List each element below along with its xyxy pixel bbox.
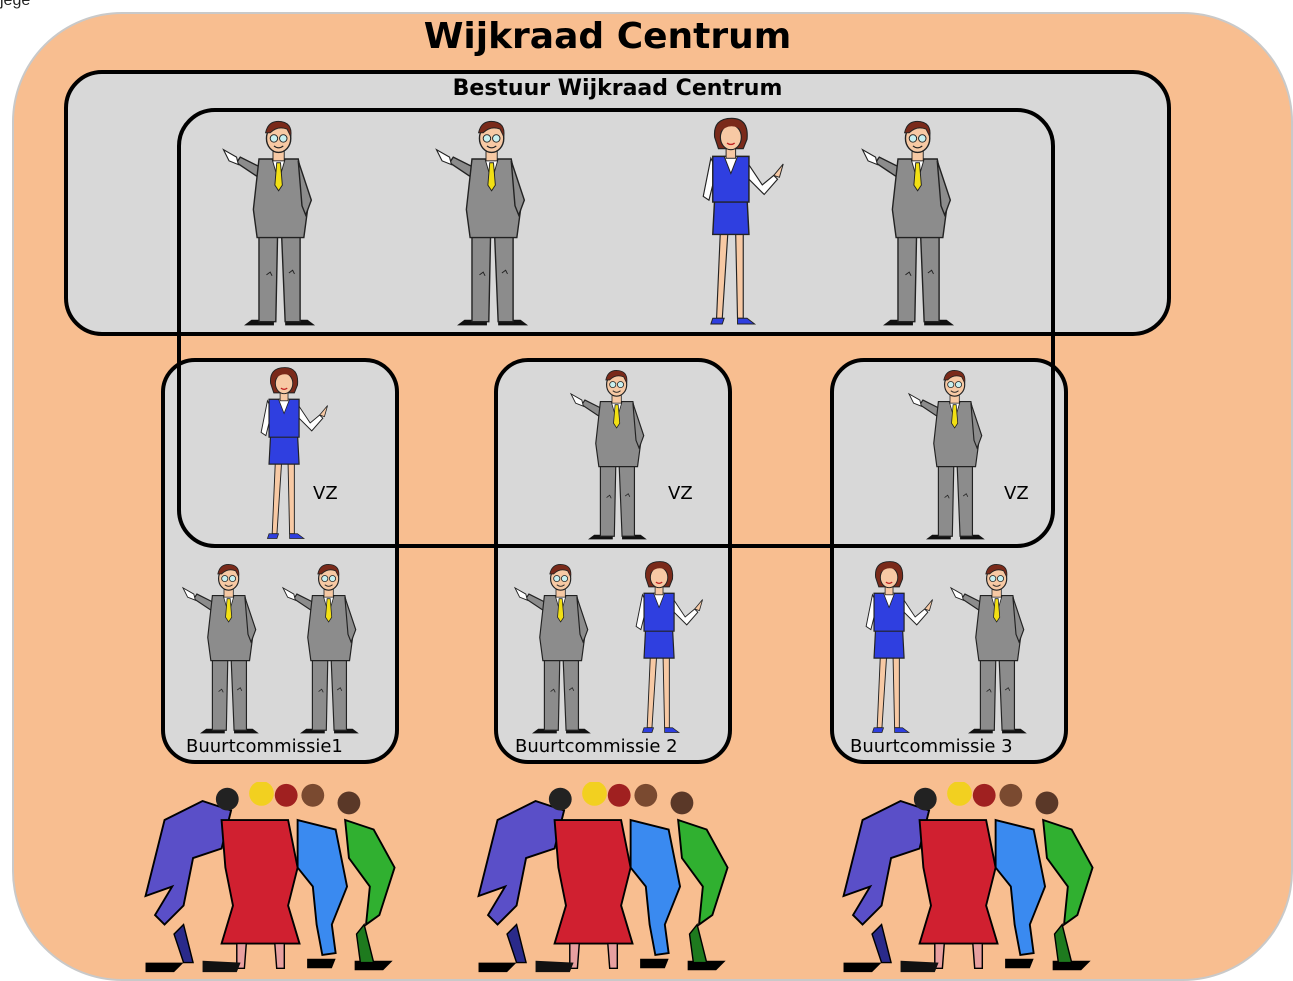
- man-in-suit-icon: [282, 563, 360, 734]
- committee-box-3: [830, 358, 1068, 764]
- woman-in-dress-icon: [865, 560, 934, 734]
- man-in-suit-icon: [514, 563, 592, 734]
- committee-box-2: [494, 358, 732, 764]
- chair-label-2: VZ: [668, 483, 693, 504]
- committee-name-1: Buurtcommissie1: [186, 736, 343, 757]
- page-title: Wijkraad Centrum: [423, 16, 792, 57]
- woman-in-dress-icon: [635, 560, 704, 734]
- chair-label-3: VZ: [1004, 483, 1029, 504]
- chair-label-1: VZ: [313, 483, 338, 504]
- board-members-frame: [177, 108, 1055, 548]
- man-in-suit-icon: [182, 563, 260, 734]
- committee-name-3: Buurtcommissie 3: [850, 736, 1013, 757]
- corner-text: jege: [0, 0, 31, 9]
- board-title: Bestuur Wijkraad Centrum: [452, 76, 783, 101]
- crowd-huddle-icon: [842, 782, 1094, 974]
- crowd-huddle-icon: [477, 782, 729, 974]
- man-in-suit-icon: [950, 563, 1028, 734]
- board-box: [64, 70, 1171, 336]
- crowd-huddle-icon: [144, 782, 396, 974]
- committee-name-2: Buurtcommissie 2: [515, 736, 678, 757]
